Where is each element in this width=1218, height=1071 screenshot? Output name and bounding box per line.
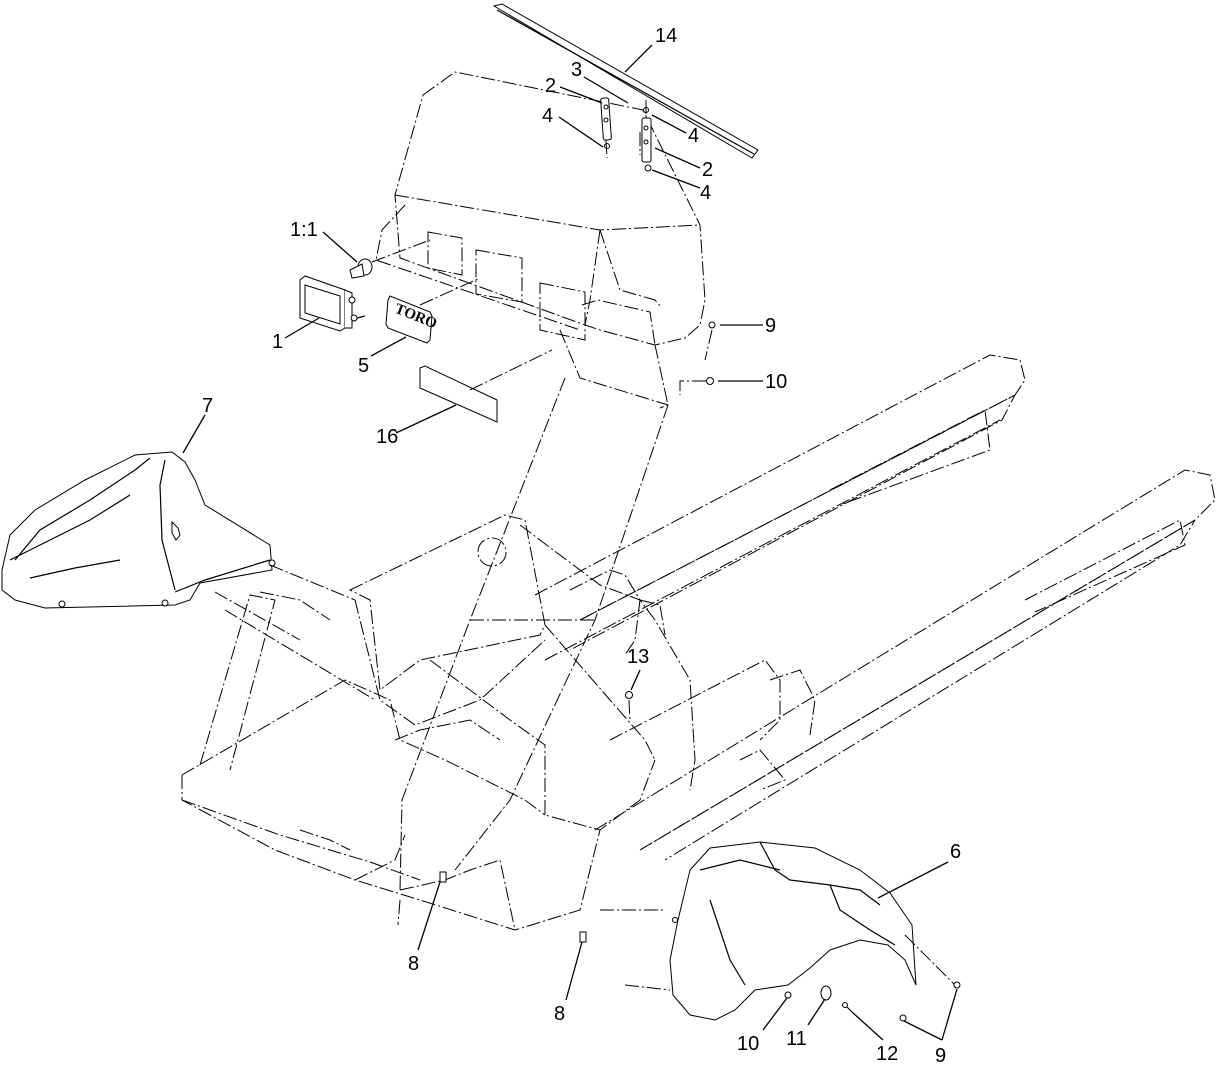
part-5-logo-decal: TORO bbox=[385, 277, 481, 344]
callout-4-right-bottom: 4 bbox=[700, 182, 711, 204]
callout-9-lower: 9 bbox=[935, 1045, 946, 1067]
callout-12: 12 bbox=[876, 1043, 898, 1065]
hinge-strap-right bbox=[639, 100, 652, 172]
main-frame bbox=[181, 514, 696, 931]
callout-16: 16 bbox=[376, 426, 398, 448]
nut-8-left bbox=[439, 871, 447, 883]
nut-13 bbox=[625, 691, 633, 723]
bolts-9-lower bbox=[899, 981, 961, 1022]
callout-4-right-top: 4 bbox=[688, 125, 699, 147]
callout-10-lower: 10 bbox=[737, 1033, 759, 1055]
callout-labels: 14 3 2 4 4 2 4 1:1 1 5 16 9 10 7 13 6 8 … bbox=[202, 25, 961, 1067]
callout-7: 7 bbox=[202, 395, 213, 417]
frame-rails bbox=[534, 354, 1216, 861]
part-7-left-fender bbox=[1, 451, 356, 641]
washer-11 bbox=[820, 985, 832, 1001]
part-6-right-fender bbox=[600, 841, 956, 1021]
callout-6: 6 bbox=[950, 841, 961, 863]
steering-column-guides bbox=[399, 377, 669, 891]
callout-9-upper: 9 bbox=[765, 315, 776, 337]
callout-5: 5 bbox=[358, 355, 369, 377]
callout-1-1: 1:1 bbox=[290, 219, 318, 241]
bolt-10-lower bbox=[784, 991, 792, 999]
part-14-top-bar bbox=[492, 3, 759, 159]
part-16-decal-strip bbox=[419, 349, 553, 423]
callout-4-left: 4 bbox=[542, 105, 553, 127]
callout-8-right: 8 bbox=[554, 1003, 565, 1025]
bolt-9-upper bbox=[704, 321, 716, 361]
callout-3: 3 bbox=[571, 59, 582, 81]
part-1-headlight bbox=[299, 275, 366, 332]
callout-1: 1 bbox=[272, 331, 283, 353]
leader-lines bbox=[182, 44, 958, 1041]
callout-14: 14 bbox=[655, 25, 677, 47]
screw-12 bbox=[842, 1002, 853, 1013]
hinge-strap-left bbox=[600, 97, 612, 159]
callout-10-upper: 10 bbox=[765, 371, 787, 393]
callout-13: 13 bbox=[627, 646, 649, 668]
hood-panel bbox=[375, 71, 706, 409]
callout-11: 11 bbox=[786, 1028, 807, 1050]
part-1-1-bulb bbox=[349, 239, 431, 279]
nut-8-right bbox=[579, 931, 587, 943]
bolt-10-upper bbox=[679, 377, 714, 395]
callout-2-left: 2 bbox=[545, 75, 556, 97]
callout-2-right: 2 bbox=[702, 159, 713, 181]
callout-8-left: 8 bbox=[408, 953, 419, 975]
